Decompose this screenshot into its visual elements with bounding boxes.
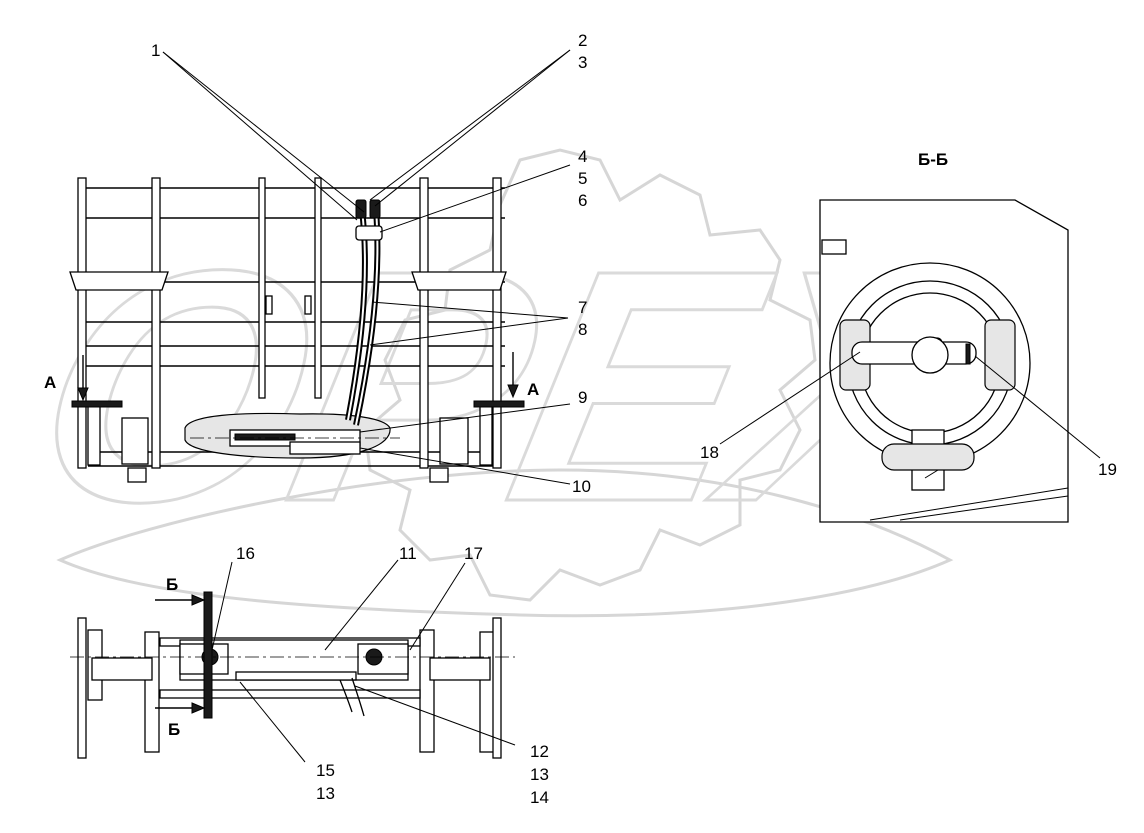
section-marker-b-bottom: Б [168, 720, 180, 739]
callout-12: 12 [530, 742, 549, 761]
callout-13a: 13 [530, 765, 549, 784]
leader-lines [162, 49, 1101, 763]
section-marker-a-right: А [527, 380, 539, 399]
section-view-b-b: Б-Б [819, 150, 1069, 523]
section-title: Б-Б [918, 150, 948, 169]
callout-13b: 13 [316, 784, 335, 803]
callout-2: 2 [578, 31, 587, 50]
callout-15: 15 [316, 761, 335, 780]
callout-10: 10 [572, 477, 591, 496]
callout-1: 1 [151, 41, 160, 60]
plan-view: Б Б [70, 575, 515, 759]
section-marker-b-top: Б [166, 575, 178, 594]
callout-11: 11 [399, 544, 417, 563]
callout-8: 8 [578, 320, 587, 339]
callout-9: 9 [578, 388, 587, 407]
callout-17: 17 [464, 544, 483, 563]
callout-5: 5 [578, 169, 587, 188]
section-marker-a-left: А [44, 373, 56, 392]
callout-18: 18 [700, 443, 719, 462]
front-view: А А [44, 177, 539, 483]
callout-3: 3 [578, 53, 587, 72]
callout-4: 4 [578, 147, 587, 166]
callout-14: 14 [530, 788, 549, 807]
callout-16: 16 [236, 544, 255, 563]
callout-7: 7 [578, 298, 587, 317]
callout-labels: 1 2 3 4 5 6 7 8 9 10 11 12 13 14 15 13 1… [151, 31, 1117, 807]
callout-6: 6 [578, 191, 587, 210]
callout-19: 19 [1098, 460, 1117, 479]
